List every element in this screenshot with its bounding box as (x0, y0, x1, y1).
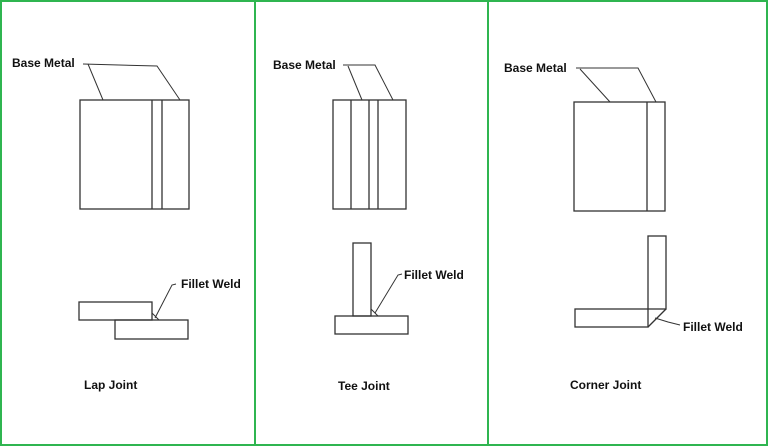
lap-base-metal-label: Base Metal (12, 56, 75, 70)
corner-fillet-weld-label: Fillet Weld (683, 320, 743, 334)
lap-joint-side-view (78, 283, 189, 340)
panel-divider (487, 0, 489, 446)
panel-divider (254, 0, 256, 446)
corner-joint-side-view (574, 235, 681, 328)
tee-joint-side-view (334, 242, 409, 335)
tee-joint-top-view (332, 64, 407, 210)
tee-joint-caption: Tee Joint (338, 379, 390, 393)
lap-joint-caption: Lap Joint (84, 378, 138, 392)
corner-joint-top-view (573, 67, 666, 212)
corner-base-metal-label: Base Metal (504, 61, 567, 75)
tee-base-metal-label: Base Metal (273, 58, 336, 72)
tee-fillet-weld-label: Fillet Weld (404, 268, 464, 282)
corner-joint-caption: Corner Joint (570, 378, 642, 392)
lap-joint-top-view (79, 63, 190, 210)
lap-fillet-weld-label: Fillet Weld (181, 277, 241, 291)
